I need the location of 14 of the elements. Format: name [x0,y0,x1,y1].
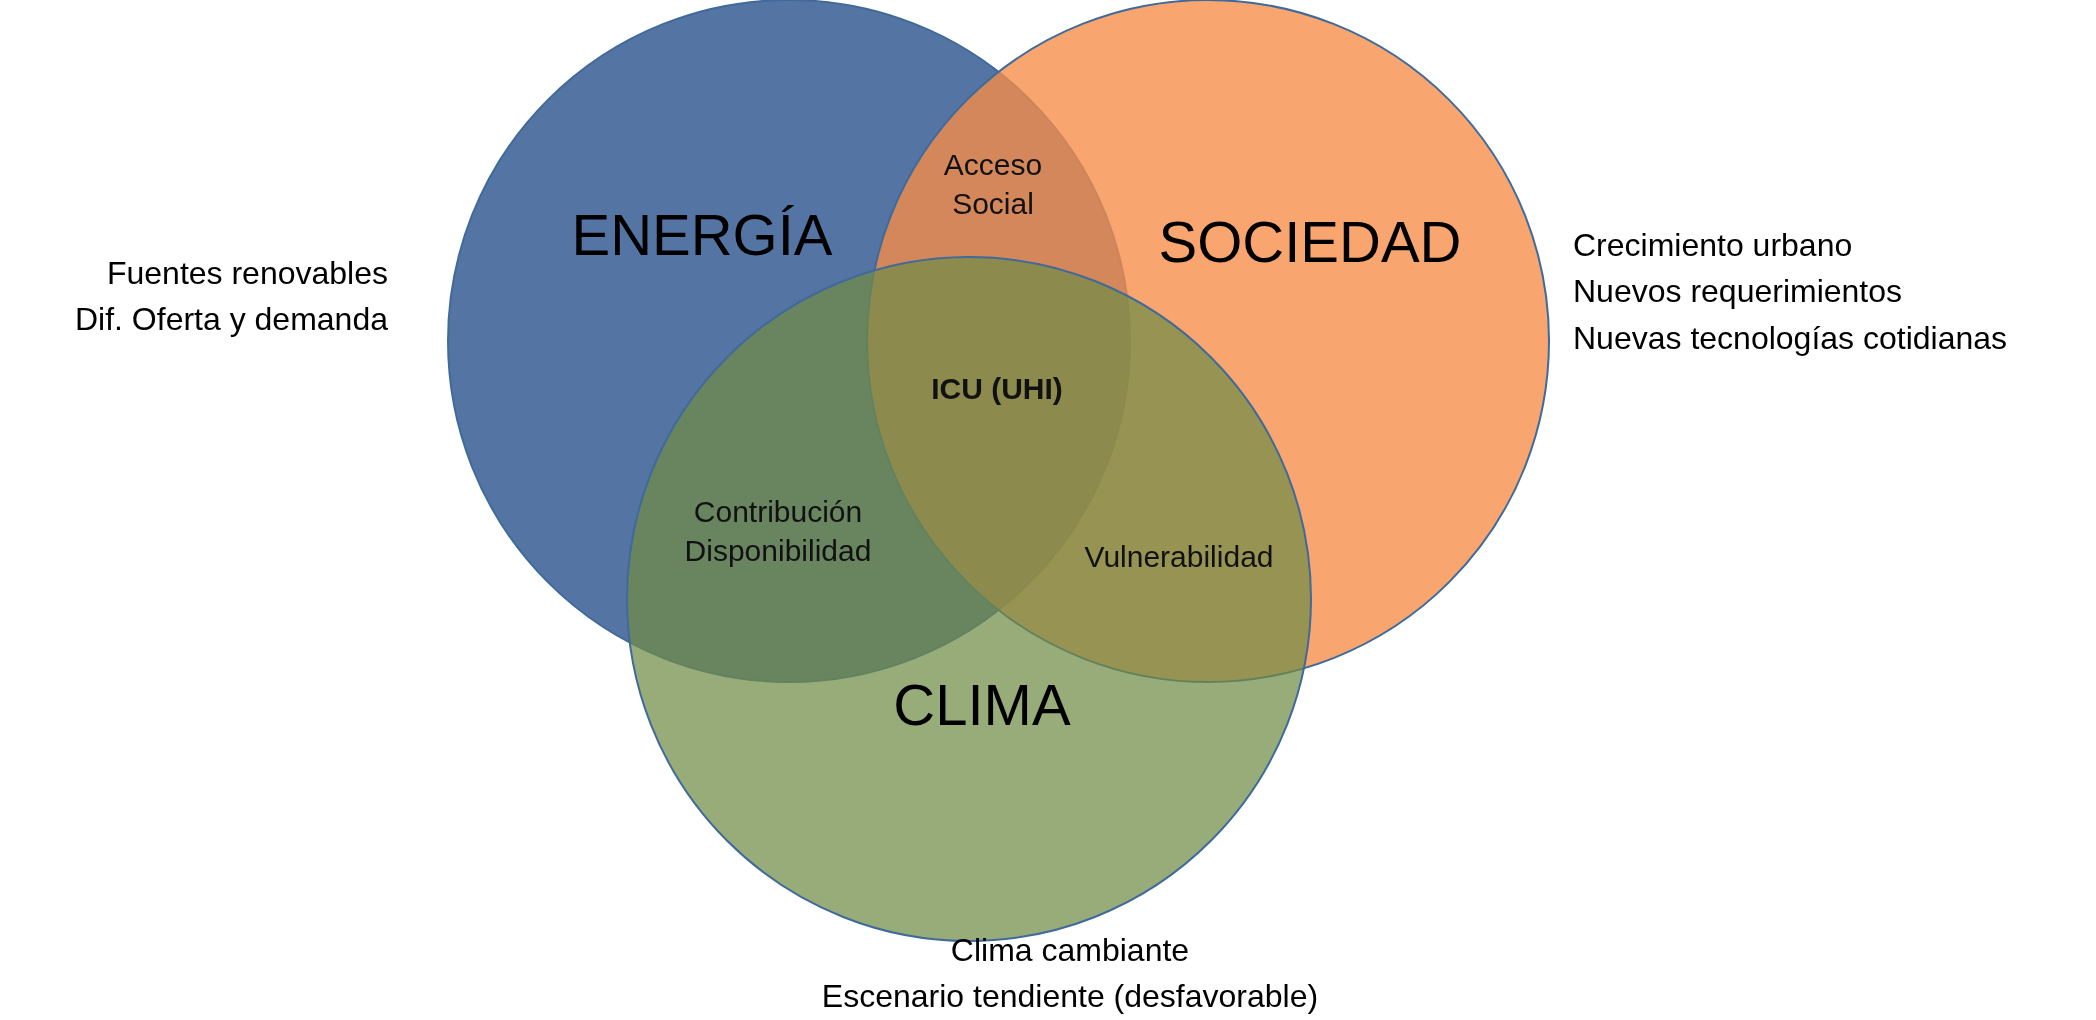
annotation-text: Nuevos requerimientos [1573,272,1904,312]
overlap-label: Acceso Social [942,147,1044,222]
circle-title: CLIMA [893,670,1071,738]
annotation-text: Clima cambiante [949,931,1191,970]
overlap-label: Vulnerabilidad [1083,538,1275,575]
overlap-label: ICU (UHI) [930,370,1064,407]
annotation-text: Fuentes renovables [105,254,388,293]
annotation-text: Crecimiento urbano [1573,226,1854,265]
annotation-text: Dif. Oferta y demanda [74,300,388,340]
annotation-text: Escenario tendiente (desfavorable) [821,977,1319,1017]
circle-title: ENERGÍA [571,200,833,268]
circle-title: SOCIEDAD [1158,207,1462,275]
annotation-text: Nuevas tecnologías cotidianas [1573,318,2008,358]
overlap-label: Contribución Disponibilidad [683,494,873,569]
